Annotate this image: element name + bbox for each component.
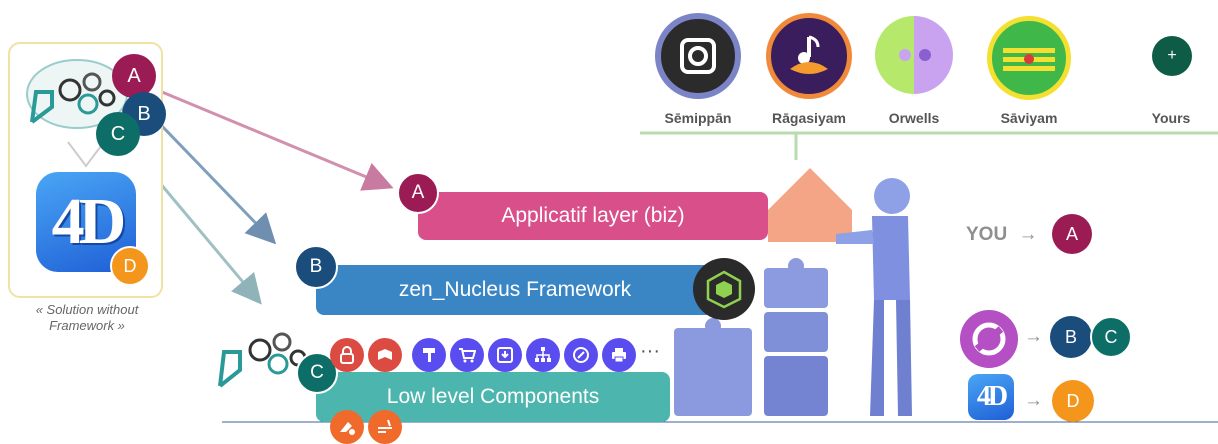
badge-d: D (110, 246, 150, 286)
puzzle-figure-illustration (674, 168, 912, 416)
badge-b-legend: B (1050, 316, 1092, 358)
more-components-ellipsis: ··· (640, 340, 660, 362)
arrow-right-icon: → (1024, 390, 1043, 411)
orwells-app-icon[interactable] (875, 16, 953, 94)
ragasiyam-app-icon[interactable] (766, 13, 852, 99)
app-label-orwells: Orwells (888, 110, 940, 126)
compass-edit-icon (564, 338, 598, 372)
badge-a: A (112, 54, 156, 98)
badge-c-legend: C (1090, 316, 1132, 358)
solution-caption: « Solution without Framework » (35, 302, 139, 333)
components-layer-bar: Low level Components (316, 372, 670, 422)
erase-settings-icon (330, 410, 364, 444)
applicatif-layer-bar: Applicatif layer (biz) (418, 192, 768, 240)
app-label-ragasiyam: Rāgasiyam (772, 110, 846, 126)
arrow-right-icon: → (1024, 326, 1043, 347)
lock-icon (330, 338, 364, 372)
badge-d-legend: D (1052, 380, 1094, 422)
badge-a-you: A (1052, 214, 1092, 254)
add-app-button[interactable]: + (1152, 36, 1192, 76)
saviyam-app-icon[interactable] (987, 16, 1071, 100)
paint-roller-icon (412, 338, 446, 372)
webpack-cube-icon (693, 258, 755, 320)
you-text: YOU (966, 224, 1008, 245)
cart-icon (450, 338, 484, 372)
magic-wand-icon (368, 410, 402, 444)
app-label-semippan: Sēmippān (664, 110, 732, 126)
printer-icon (602, 338, 636, 372)
app-label-yours: Yours (1151, 110, 1191, 126)
badge-b-layer: B (294, 245, 338, 289)
you-label: YOU → (966, 224, 1037, 246)
app-label-saviyam: Sāviyam (1000, 110, 1058, 126)
badge-a-layer: A (397, 172, 439, 214)
framework-layer-label: zen_Nucleus Framework (398, 278, 632, 301)
speech-tail-icon (67, 141, 105, 168)
components-layer-label: Low level Components (386, 385, 600, 408)
org-chart-icon (526, 338, 560, 372)
zen-nucleus-logo-icon (960, 310, 1018, 368)
download-box-icon (488, 338, 522, 372)
semippan-app-icon[interactable] (655, 13, 741, 99)
badge-b: B (122, 92, 166, 136)
applicatif-layer-label: Applicatif layer (biz) (501, 204, 685, 227)
4d-app-icon: 4D (36, 172, 136, 272)
badge-c-layer: C (296, 352, 338, 394)
arrow-right-icon: → (1018, 224, 1038, 245)
badge-c: C (96, 112, 140, 156)
framework-layer-bar: zen_Nucleus Framework (316, 265, 714, 315)
book-icon (368, 338, 402, 372)
4d-small-icon: 4D (968, 374, 1014, 420)
